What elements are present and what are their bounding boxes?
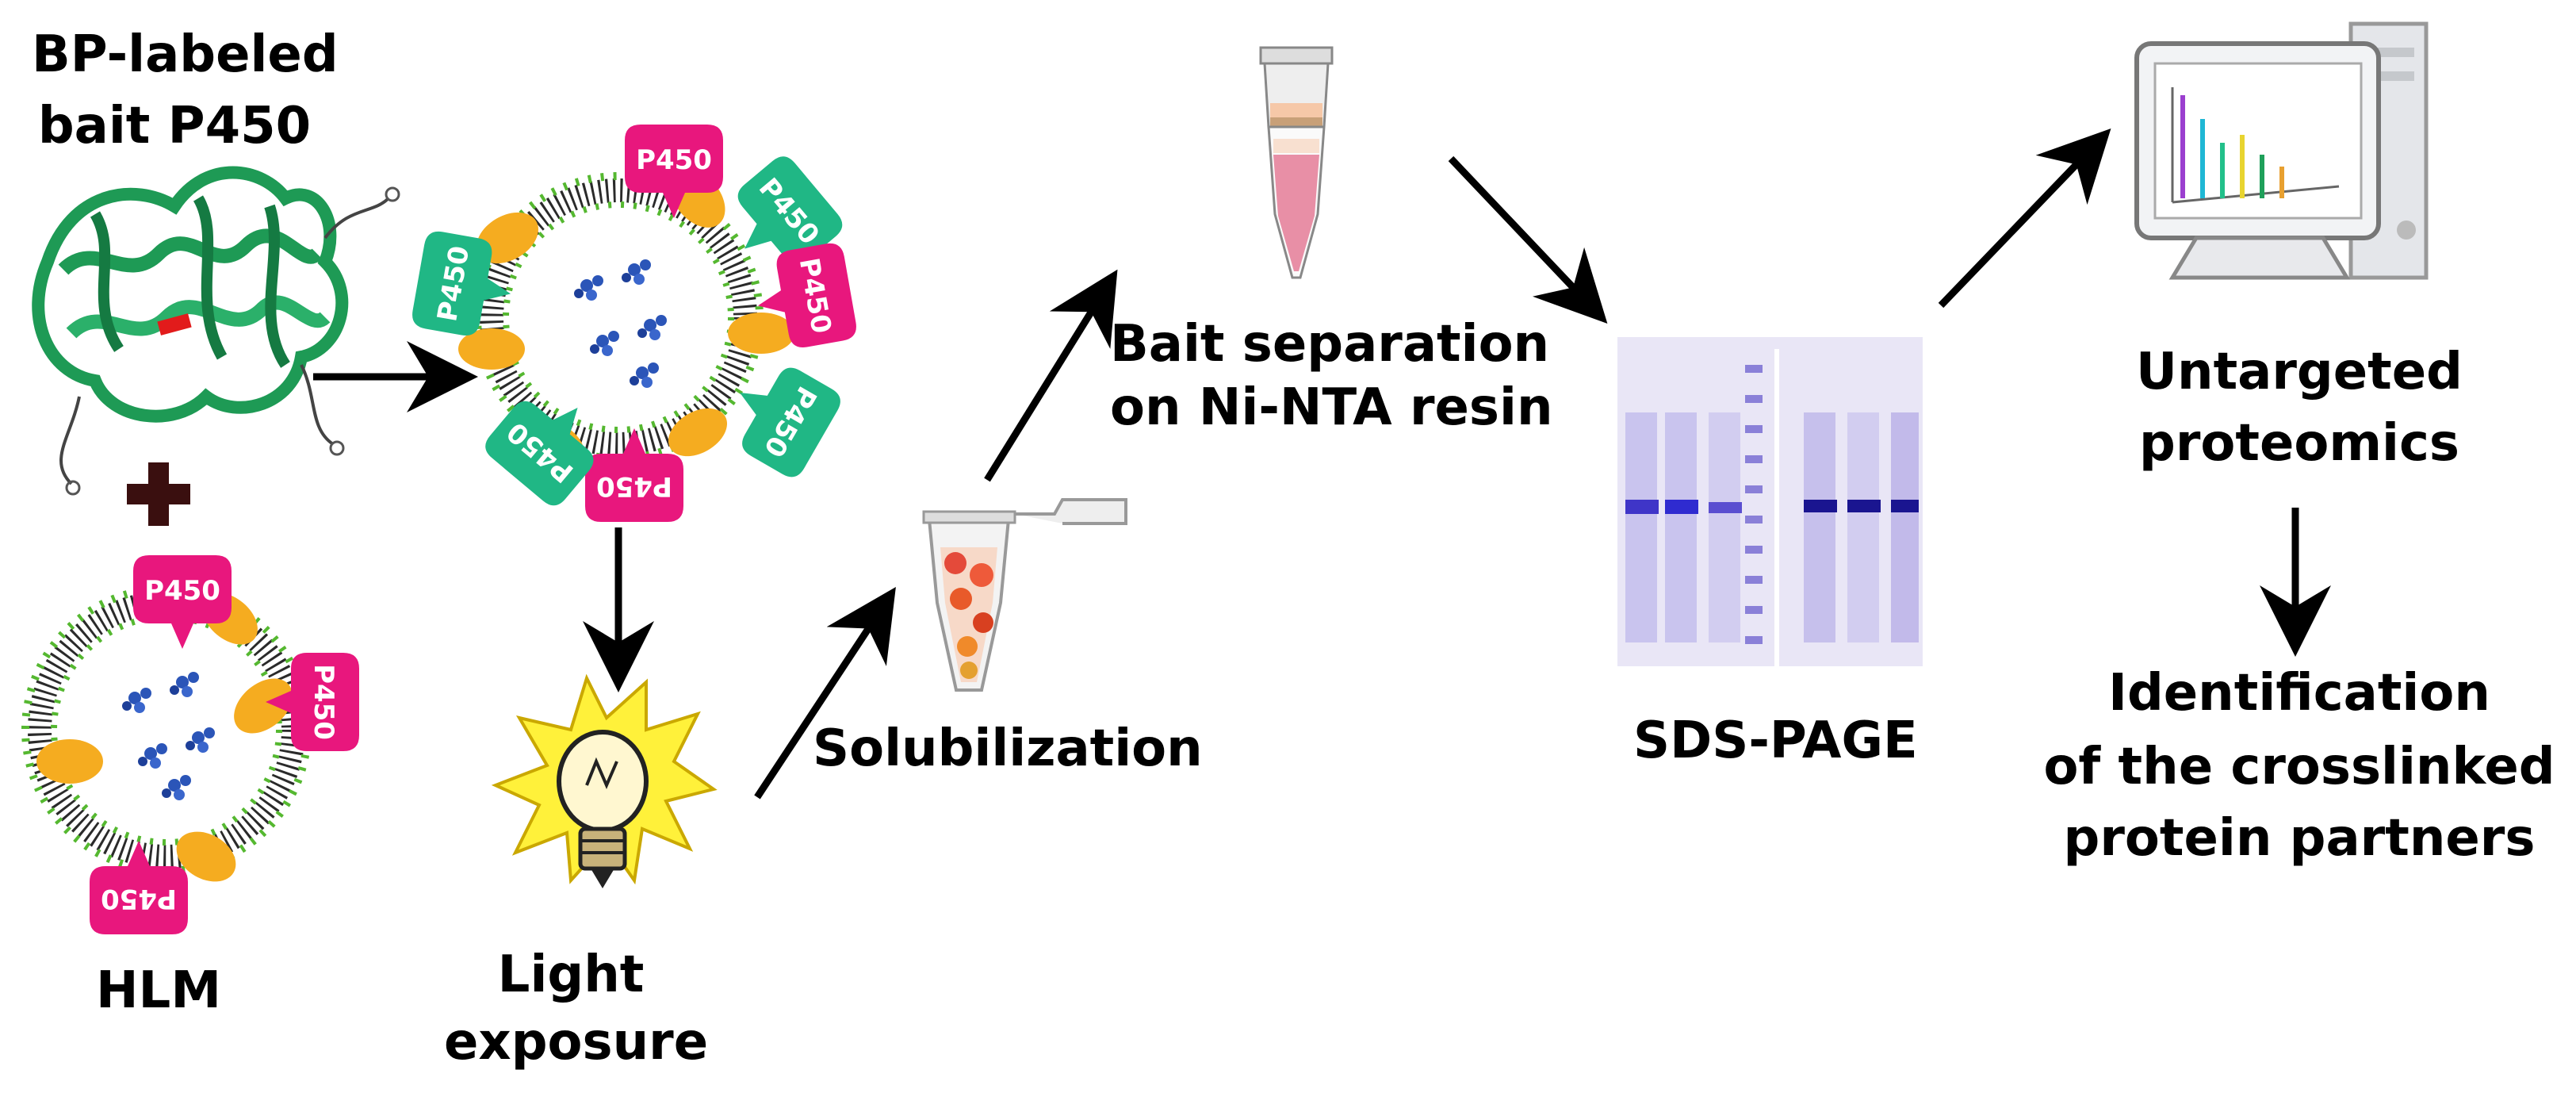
arrow-to-proteomics bbox=[1938, 128, 2111, 309]
proteomics-label-line1: Untargeted bbox=[2136, 343, 2463, 401]
arrow-to-separation bbox=[984, 269, 1118, 482]
solubilization-label: Solubilization bbox=[813, 719, 1203, 778]
light-bulb-icon bbox=[491, 673, 718, 888]
proteomics-label-line2: proteomics bbox=[2139, 414, 2459, 473]
liposome-with-bait-icon bbox=[410, 125, 859, 522]
bait-label-line1: BP-labeled bbox=[32, 25, 339, 84]
hlm-label: HLM bbox=[95, 961, 222, 1020]
arrow-to-sds-page bbox=[1448, 155, 1608, 324]
liposome-icon bbox=[21, 555, 359, 934]
light-label-line2: exposure bbox=[444, 1013, 709, 1072]
bait-label-line2: bait P450 bbox=[37, 97, 312, 155]
spin-column-icon bbox=[1259, 46, 1334, 279]
identification-label-line1: Identification bbox=[2108, 664, 2490, 723]
computer-icon bbox=[2134, 21, 2429, 280]
microtube-icon bbox=[922, 498, 1127, 692]
separation-label-line1: Bait separation bbox=[1110, 315, 1550, 374]
sds-page-label: SDS-PAGE bbox=[1633, 711, 1918, 770]
identification-label-line3: protein partners bbox=[2063, 809, 2536, 868]
identification-label-line2: of the crosslinked bbox=[2043, 738, 2555, 796]
plus-icon bbox=[127, 462, 190, 526]
light-label-line1: Light bbox=[497, 945, 645, 1004]
protein-structure-icon bbox=[32, 166, 400, 496]
gel-icon bbox=[1617, 337, 1923, 666]
arrow-to-solubilization bbox=[754, 586, 896, 800]
separation-label-line2: on Ni-NTA resin bbox=[1110, 378, 1553, 437]
